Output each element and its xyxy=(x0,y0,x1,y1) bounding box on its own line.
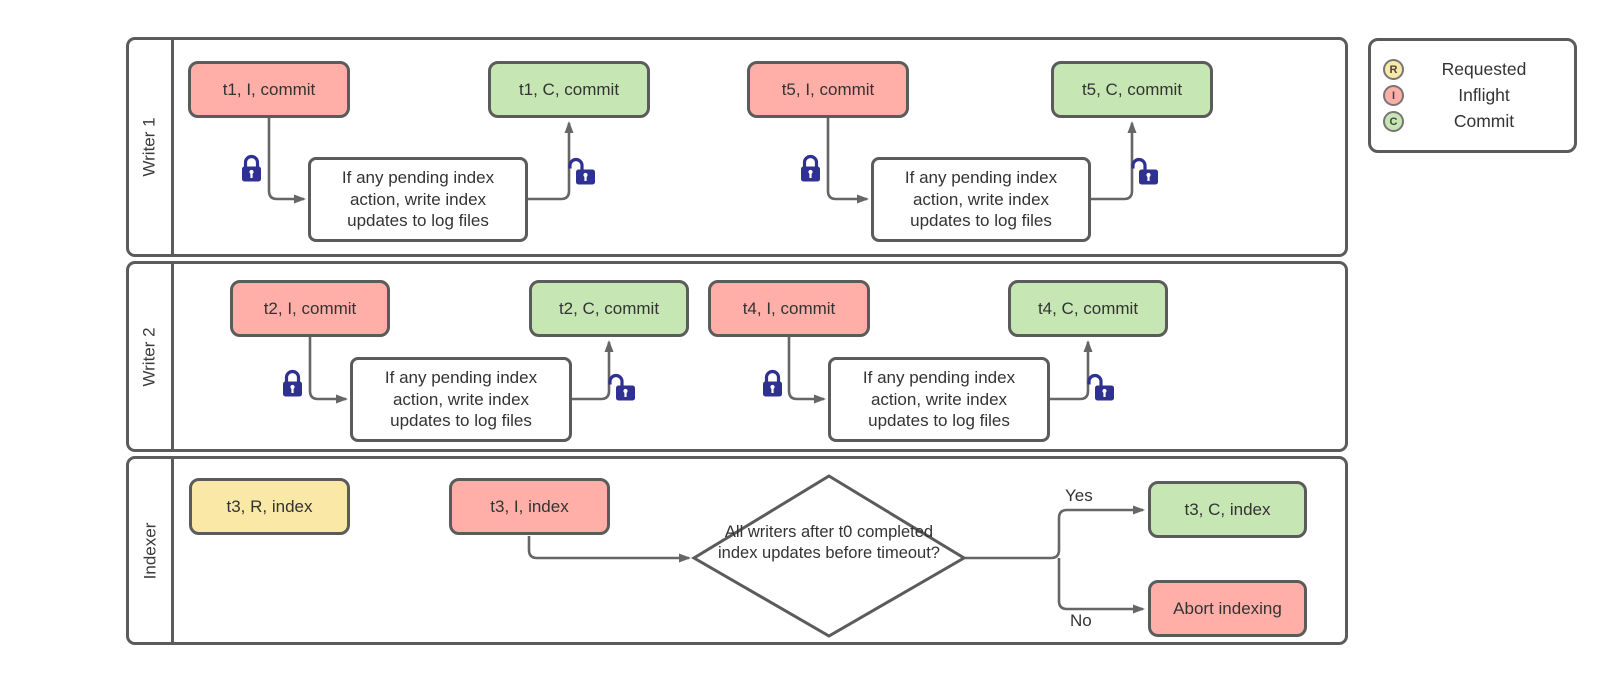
legend: R Requested I Inflight C Commit xyxy=(1368,38,1577,153)
lock-open-icon xyxy=(568,157,595,185)
lane-writer1-label-cell: Writer 1 xyxy=(129,40,174,254)
process-note-writer2-a: If any pending index action, write index… xyxy=(350,357,572,442)
lock-closed-icon xyxy=(242,154,261,182)
yes-label: Yes xyxy=(1065,486,1093,505)
lock-closed-icon xyxy=(763,369,782,397)
process-note-writer2-b: If any pending index action, write index… xyxy=(828,357,1050,442)
process-note-writer1-b: If any pending index action, write index… xyxy=(871,157,1091,242)
node-t2-commit: t2, C, commit xyxy=(529,280,689,337)
no-label: No xyxy=(1070,611,1092,630)
legend-item-commit: C Commit xyxy=(1383,111,1564,132)
legend-item-requested: R Requested xyxy=(1383,59,1564,80)
lock-open-icon xyxy=(1087,373,1114,401)
lane-writer1-label: Writer 1 xyxy=(140,117,160,177)
node-abort-indexing: Abort indexing xyxy=(1148,580,1307,637)
lane-indexer-label-cell: Indexer xyxy=(129,459,174,642)
node-t5-commit: t5, C, commit xyxy=(1051,61,1213,118)
lock-closed-icon xyxy=(283,369,302,397)
lane-writer2-label: Writer 2 xyxy=(140,326,160,387)
lock-closed-icon xyxy=(801,154,820,182)
legend-label-requested: Requested xyxy=(1441,59,1527,79)
legend-label-inflight: Inflight xyxy=(1458,85,1510,105)
node-t1-commit: t1, C, commit xyxy=(488,61,650,118)
node-t3-requested: t3, R, index xyxy=(189,478,350,535)
node-t1-inflight: t1, I, commit xyxy=(188,61,350,118)
process-note-writer1-a: If any pending index action, write index… xyxy=(308,157,528,242)
legend-item-inflight: I Inflight xyxy=(1383,85,1564,106)
commit-symbol-icon: C xyxy=(1383,111,1404,132)
node-t5-inflight: t5, I, commit xyxy=(747,61,909,118)
lane-writer2-label-cell: Writer 2 xyxy=(129,264,174,449)
requested-symbol-icon: R xyxy=(1383,59,1404,80)
lock-open-icon xyxy=(608,373,635,401)
decision-diamond-text: All writers after t0 completed index upd… xyxy=(718,523,940,563)
inflight-symbol-icon: I xyxy=(1383,85,1404,106)
node-t3-commit: t3, C, index xyxy=(1148,481,1307,538)
node-t4-inflight: t4, I, commit xyxy=(708,280,870,337)
node-t3-inflight: t3, I, index xyxy=(449,478,610,535)
lane-indexer-label: Indexer xyxy=(140,522,160,579)
lock-open-icon xyxy=(1131,157,1158,185)
legend-label-commit: Commit xyxy=(1453,111,1515,131)
node-t4-commit: t4, C, commit xyxy=(1008,280,1168,337)
node-t2-inflight: t2, I, commit xyxy=(230,280,390,337)
